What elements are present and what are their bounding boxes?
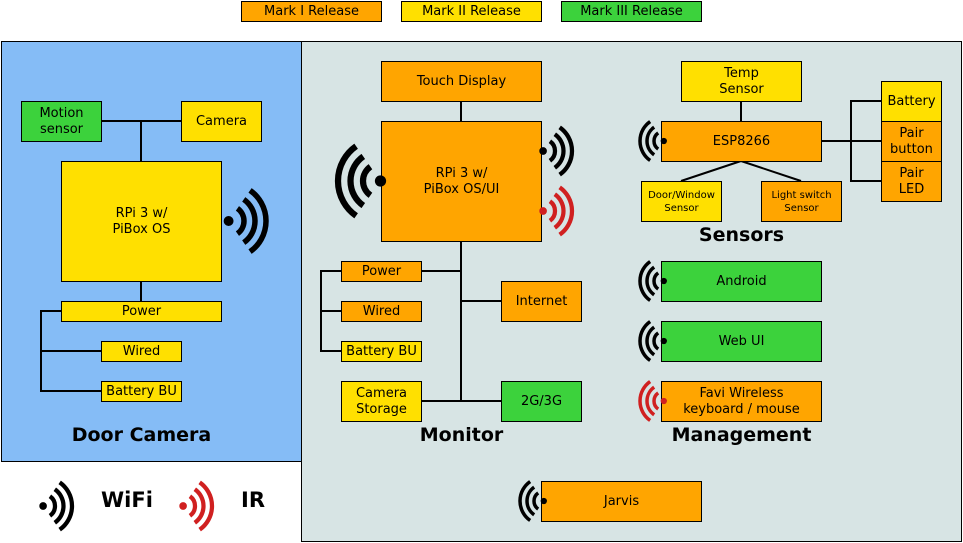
legend-wifi-label: WiFi (101, 488, 153, 512)
pair-led-box: Pair LED (881, 161, 942, 202)
ir-signal-icon (538, 181, 598, 241)
monitor-rpi-box: RPi 3 w/ PiBox OS/UI (381, 121, 542, 242)
door-camera-title: Door Camera (71, 424, 212, 446)
legend-ir-label: IR (241, 488, 265, 512)
wifi-signal-icon (618, 258, 668, 304)
wifi-signal-icon (318, 141, 388, 221)
wifi-signal-icon (538, 121, 598, 181)
wifi-signal-icon (38, 478, 88, 534)
monitor-wired-box: Wired (341, 301, 422, 322)
esp8266-box: ESP8266 (661, 121, 822, 162)
touch-display-box: Touch Display (381, 61, 542, 102)
wifi-signal-icon (618, 318, 668, 364)
temp-sensor-box: Temp Sensor (681, 61, 802, 102)
monitor-battery-box: Battery BU (341, 341, 422, 362)
android-box: Android (661, 261, 822, 302)
legend-mark2: Mark II Release (401, 1, 542, 22)
monitor-title: Monitor (419, 424, 504, 446)
cellular-box: 2G/3G (501, 381, 582, 422)
legend-mark1: Mark I Release (241, 1, 382, 22)
jarvis-box: Jarvis (541, 481, 702, 522)
favi-box: Favi Wireless keyboard / mouse (661, 381, 822, 422)
monitor-power-box: Power (341, 261, 422, 282)
management-title: Management (671, 424, 812, 446)
legend-mark3: Mark III Release (561, 1, 702, 22)
door-rpi-box: RPi 3 w/ PiBox OS (61, 161, 222, 282)
web-ui-box: Web UI (661, 321, 822, 362)
light-switch-sensor-box: Light switch Sensor (761, 181, 842, 222)
ir-signal-icon (178, 478, 228, 534)
motion-sensor-box: Motion sensor (21, 101, 102, 142)
internet-box: Internet (501, 281, 582, 322)
wifi-signal-icon (618, 118, 668, 164)
door-window-sensor-box: Door/Window Sensor (641, 181, 722, 222)
battery-box: Battery (881, 81, 942, 122)
wifi-signal-icon (498, 478, 548, 524)
door-wired-box: Wired (101, 341, 182, 362)
door-battery-box: Battery BU (101, 381, 182, 402)
wifi-signal-icon (222, 181, 292, 261)
door-power-box: Power (61, 301, 222, 322)
ir-signal-icon (618, 378, 668, 424)
pair-button-box: Pair button (881, 121, 942, 162)
camera-box: Camera (181, 101, 262, 142)
sensors-title: Sensors (698, 224, 785, 246)
camera-storage-box: Camera Storage (341, 381, 422, 422)
